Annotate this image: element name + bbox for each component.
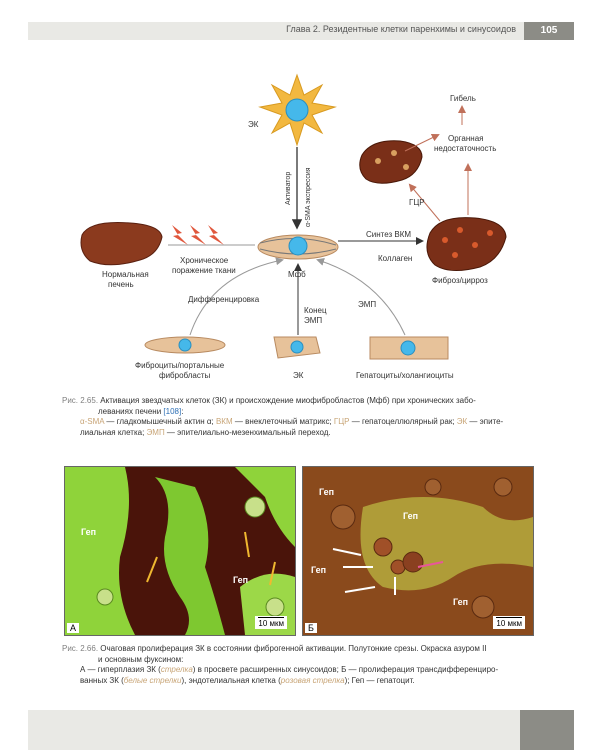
abbr-gcr: ГЦР xyxy=(333,417,350,426)
gcr-arrow xyxy=(408,183,441,222)
diff-arrow xyxy=(189,257,284,336)
caption1-title-2: леваниях печени xyxy=(98,406,162,416)
caption1-line3: лиальная клетка; xyxy=(80,427,147,437)
caption1-number: Рис. 2.65. xyxy=(62,396,99,405)
micrograph-b-image xyxy=(303,467,533,635)
label-vkm-synth: Синтез ВКМ xyxy=(366,230,411,239)
label-gep: Геп xyxy=(233,575,249,585)
label-collagen: Коллаген xyxy=(378,254,412,263)
label-fibrosis: Фиброз/цирроз xyxy=(432,276,488,285)
chapter-title: Глава 2. Резидентные клетки паренхимы и … xyxy=(286,24,516,34)
label-ek-top: ЭК xyxy=(248,120,259,129)
caption2-line4-b: ), эндотелиальная клетка ( xyxy=(181,675,281,685)
label-asma: α-SMA экспрессия xyxy=(305,167,312,227)
def-ek: — эпите- xyxy=(467,417,504,426)
label-chronic-2: поражение ткани xyxy=(172,266,236,275)
panel-letter-a: А xyxy=(67,623,80,633)
micrograph-b: Геп Геп Геп Геп Б 10 мкм xyxy=(302,466,534,636)
caption-2-65: Рис. 2.65. Активация звездчатых клеток (… xyxy=(62,396,532,438)
micrograph-a: Геп Геп А 10 мкм xyxy=(64,466,296,636)
figure-2-65-diagram: ЭК Активатор α-SMA экспрессия Мфб Нормал… xyxy=(80,73,507,380)
caption2-number: Рис. 2.66. xyxy=(62,644,99,653)
scale-label: 10 мкм xyxy=(258,619,284,628)
label-gep: Геп xyxy=(403,511,419,521)
caption2-line4-italic-1: белые стрелки xyxy=(123,675,182,685)
lightning-icon xyxy=(172,225,224,245)
label-hepato: Гепатоциты/холангиоциты xyxy=(356,371,454,380)
def-gcr: — гепатоцеллюлярный рак; xyxy=(349,417,457,426)
caption-2-66: Рис. 2.66. Очаговая пролиферация ЗК в со… xyxy=(62,644,532,686)
emp-arrow xyxy=(316,258,406,336)
label-normal-1: Нормальная xyxy=(102,270,149,279)
scale-label: 10 мкм xyxy=(496,619,522,628)
caption2-line3-a: А — гиперплазия ЗК ( xyxy=(80,665,161,674)
ek-cell-bottom xyxy=(273,336,321,359)
label-mfb: Мфб xyxy=(288,270,306,279)
caption2-title-1: Очаговая пролиферация ЗК в состоянии фиб… xyxy=(100,644,487,653)
scale-bar-b: 10 мкм xyxy=(493,616,525,629)
label-organ-fail-2: недостаточность xyxy=(434,144,496,153)
label-gep: Геп xyxy=(453,597,469,607)
page-number: 105 xyxy=(524,22,574,40)
label-chronic-1: Хроническое xyxy=(180,256,229,265)
label-gcr: ГЦР xyxy=(409,198,425,207)
def-vkm: — внеклеточный матрикс; xyxy=(232,417,334,426)
hepatocyte-cell xyxy=(369,336,449,360)
label-gep: Геп xyxy=(81,527,97,537)
caption2-title-2: и основным фуксином: xyxy=(98,654,184,664)
caption1-title-1: Активация звездчатых клеток (ЗК) и проис… xyxy=(100,396,476,405)
gcr-liver-icon xyxy=(359,140,423,184)
normal-liver-icon xyxy=(80,222,163,266)
fibrotic-liver-icon xyxy=(426,217,507,271)
footer-bar xyxy=(28,710,520,750)
label-normal-2: печень xyxy=(108,280,134,289)
footer-box xyxy=(520,710,574,750)
header-bar: Глава 2. Резидентные клетки паренхимы и … xyxy=(28,22,524,40)
def-asma: — гладкомышечный актин α; xyxy=(104,417,216,426)
panel-letter-b: Б xyxy=(305,623,317,633)
abbr-ek: ЭК xyxy=(456,417,468,426)
scale-bar-a: 10 мкм xyxy=(255,616,287,629)
fibrocyte-cell xyxy=(144,336,226,354)
label-death: Гибель xyxy=(450,94,476,103)
micrograph-a-image xyxy=(65,467,295,635)
abbr-asma: α-SMA xyxy=(80,417,105,426)
label-differentiation: Дифференцировка xyxy=(188,295,260,304)
label-emp-end-1: Конец xyxy=(304,306,327,315)
organ-fail-arrow xyxy=(404,134,440,152)
caption2-line3-italic: стрелка xyxy=(160,665,193,674)
caption2-line3-b: ) в просвете расширенных синусоидов; Б —… xyxy=(192,665,499,674)
label-gep: Геп xyxy=(311,565,327,575)
caption1-colon: : xyxy=(181,406,184,416)
abbr-emp: ЭМП xyxy=(146,427,165,437)
myofibroblast-cell xyxy=(257,234,339,260)
def-emp: — эпителиально-мезенхимальный переход. xyxy=(164,427,331,437)
reference-link[interactable]: [108] xyxy=(163,406,182,416)
caption2-line4-italic-2: розовая стрелка xyxy=(280,675,345,685)
label-emp: ЭМП xyxy=(358,300,376,309)
label-emp-end-2: ЭМП xyxy=(304,316,322,325)
label-fibro-1: Фиброциты/портальные xyxy=(135,361,225,370)
caption2-line4-a: ванных ЗК ( xyxy=(80,675,124,685)
stellate-cell-top xyxy=(258,73,337,147)
label-ek-bottom: ЭК xyxy=(293,371,304,380)
label-fibro-2: фибробласты xyxy=(159,371,211,380)
label-gep: Геп xyxy=(319,487,335,497)
abbr-vkm: ВКМ xyxy=(215,417,233,426)
caption2-line4-c: ); Геп — гепатоцит. xyxy=(344,675,415,685)
label-organ-fail-1: Органная xyxy=(448,134,483,143)
label-activator: Активатор xyxy=(285,172,292,205)
